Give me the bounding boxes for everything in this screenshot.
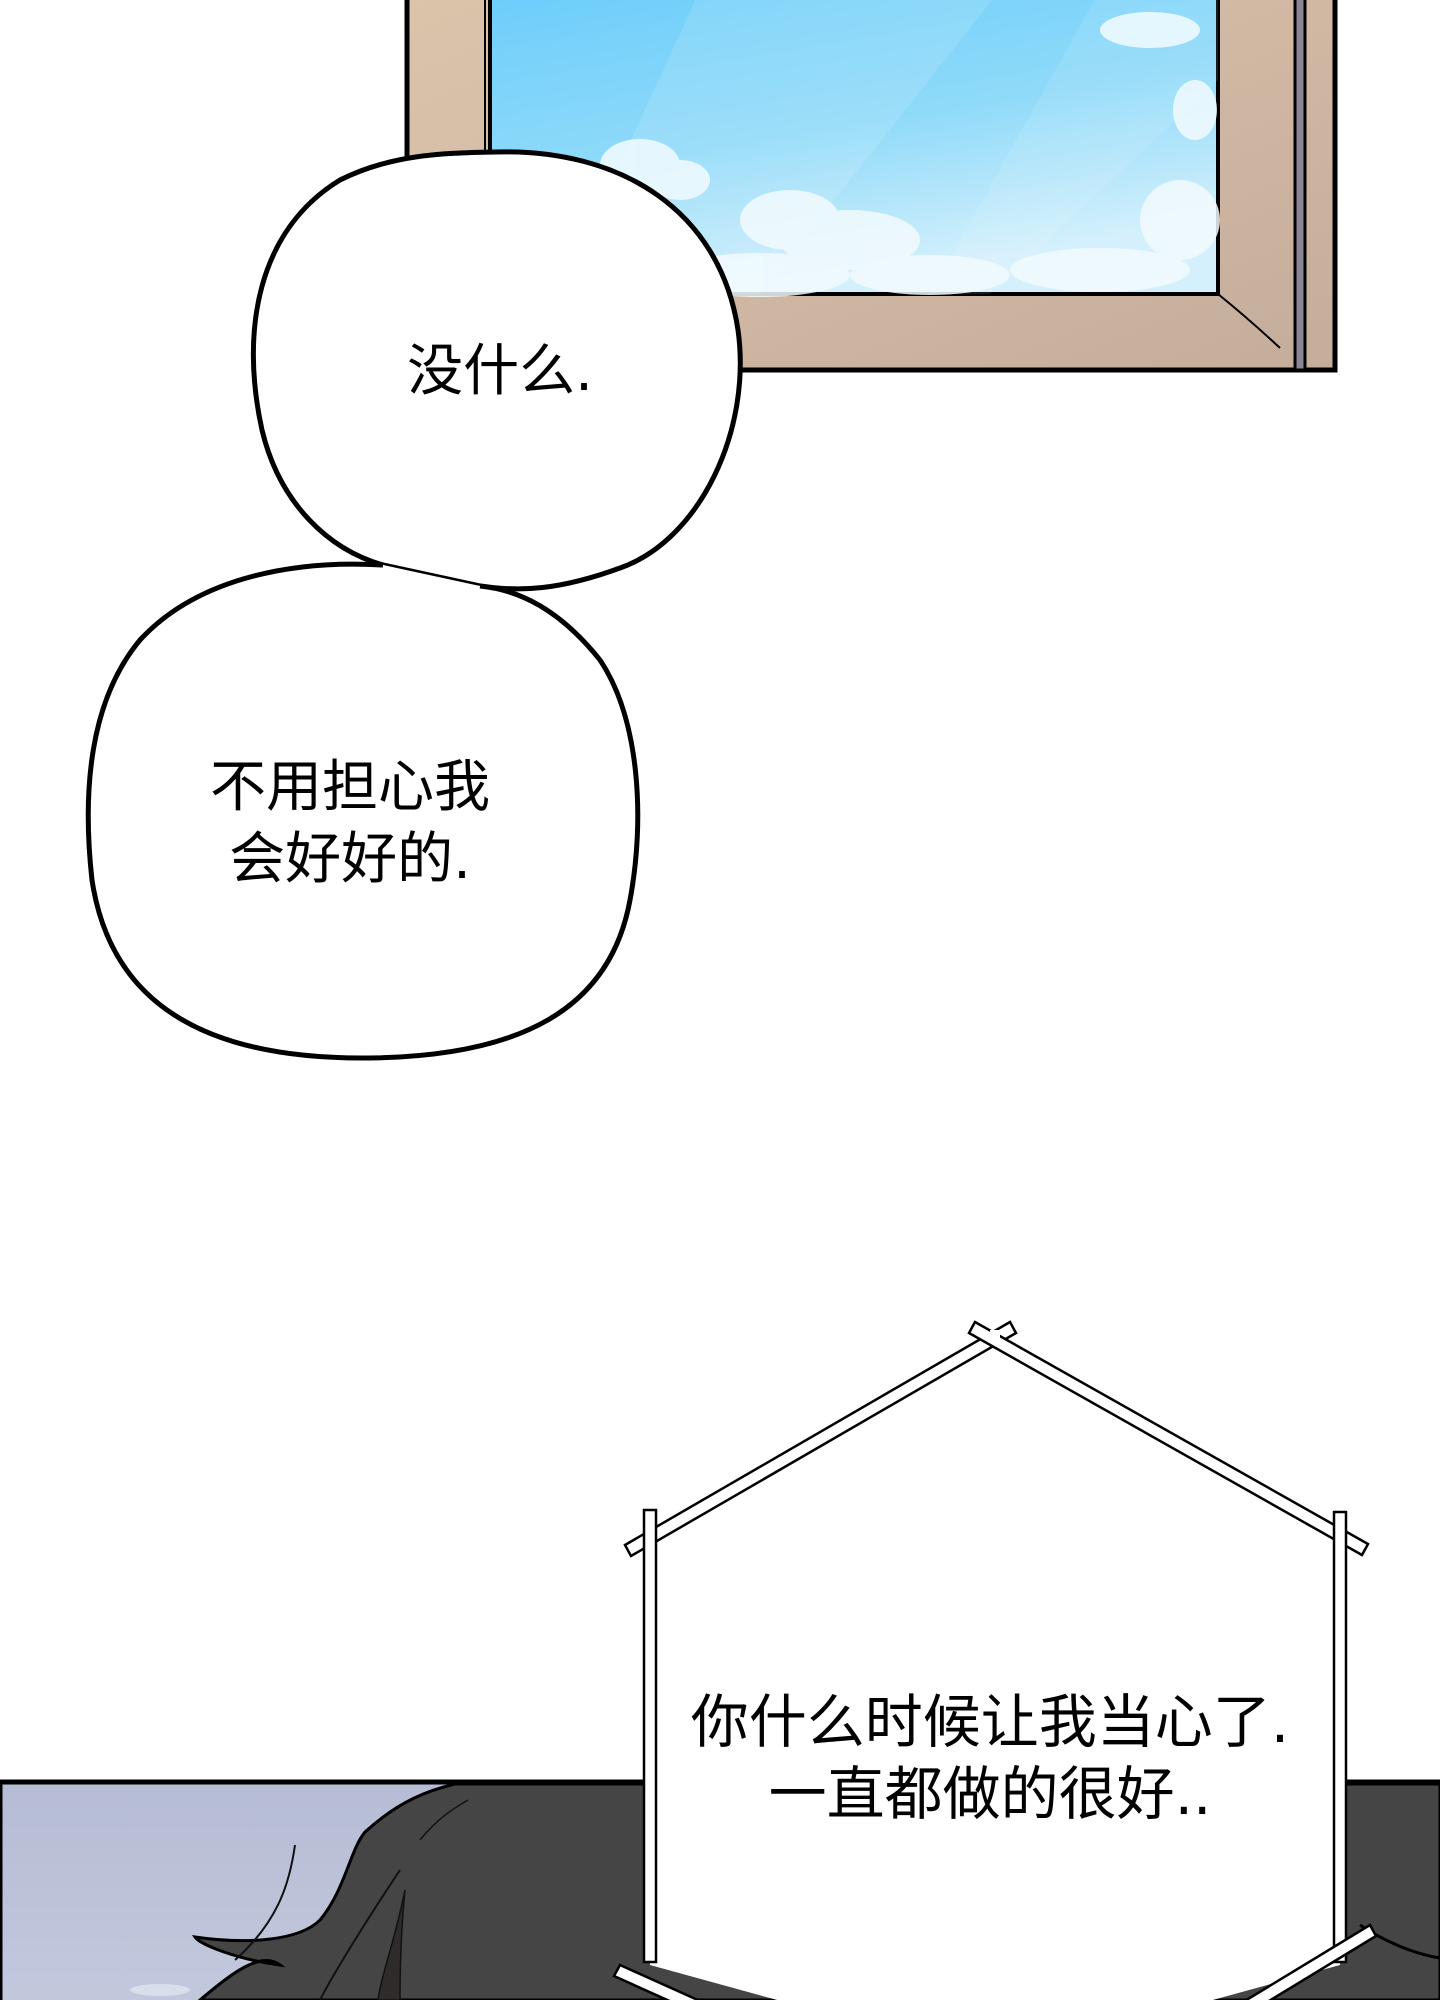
bubble2-line-2: 会好好的. <box>229 827 471 892</box>
hexagon-line-2: 一直都做的很好.. <box>768 1760 1212 1828</box>
bubble1-text: 没什么. <box>370 338 630 405</box>
bubble2-text: 不用担心我 会好好的. <box>170 752 530 896</box>
hexagon-line-1: 你什么时候让我当心了. <box>690 1688 1290 1756</box>
speech-bubble-2 <box>85 561 641 1061</box>
bubble2-line-1: 不用担心我 <box>210 755 490 820</box>
hexagon-box <box>612 1320 1378 2000</box>
window <box>404 0 1338 373</box>
hexagon-text: 你什么时候让我当心了. 一直都做的很好.. <box>640 1686 1340 1830</box>
bubble1-line-1: 没什么. <box>407 339 593 404</box>
